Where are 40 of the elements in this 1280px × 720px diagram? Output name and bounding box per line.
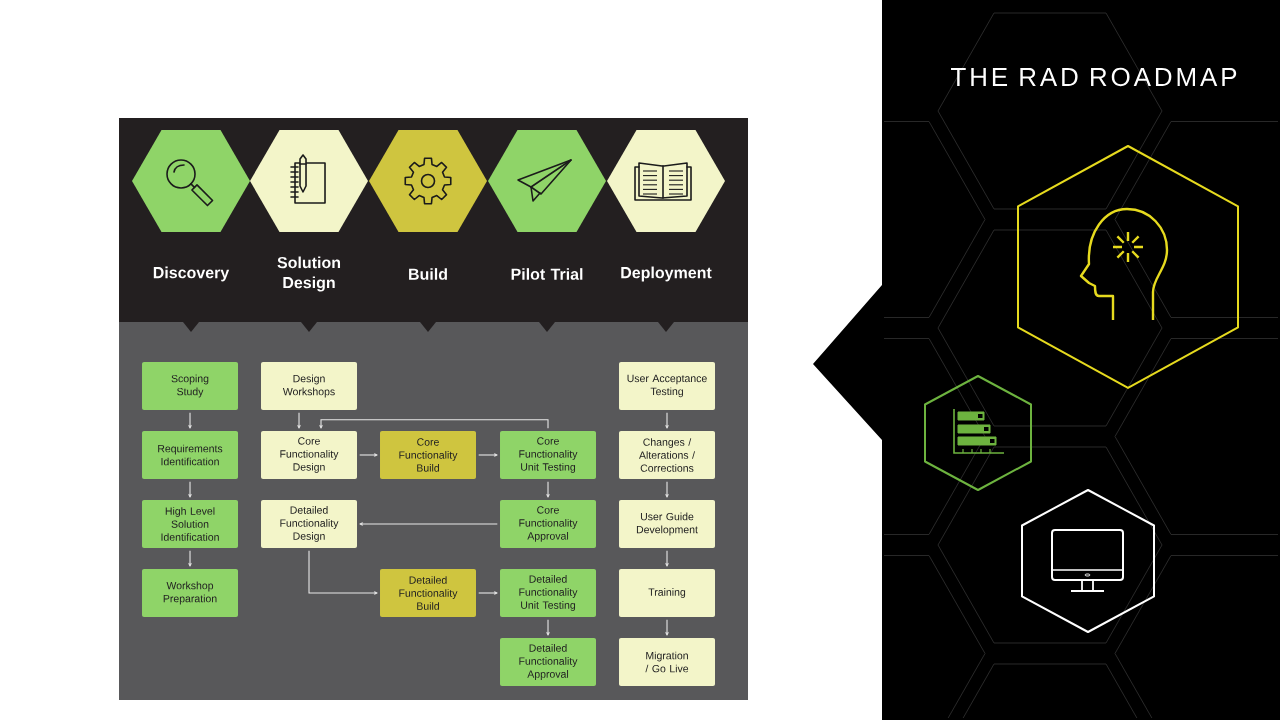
process-box: Core Functionality Unit Testing [500, 431, 596, 479]
process-box: Core Functionality Design [261, 431, 357, 479]
arrow [297, 412, 301, 429]
phase-label: Build [409, 268, 447, 280]
title: THE RAD ROADMAP [951, 67, 1237, 87]
arrow [359, 522, 498, 526]
process-box: User Acceptance Testing [619, 362, 715, 410]
arrow [359, 453, 378, 457]
arrow [188, 550, 192, 567]
arrow [478, 591, 498, 595]
process-box: User Guide Development [619, 500, 715, 548]
arrow [665, 550, 669, 567]
process-box: Workshop Preparation [142, 569, 238, 617]
arrow [308, 550, 378, 595]
phase-label: Discovery [153, 266, 230, 282]
process-box: Detailed Functionality Design [261, 500, 357, 548]
arrow [665, 619, 669, 636]
arrow [188, 481, 192, 498]
process-box: Core Functionality Build [380, 431, 476, 479]
process-box: High Level Solution Identification [142, 500, 238, 548]
phase-label: Solution Design [277, 256, 340, 292]
process-box: Detailed Functionality Unit Testing [500, 569, 596, 617]
process-box: Design Workshops [261, 362, 357, 410]
arrow [546, 619, 550, 636]
process-box: Training [619, 569, 715, 617]
process-box: Core Functionality Approval [500, 500, 596, 548]
arrow [319, 419, 549, 429]
arrow [188, 412, 192, 429]
arrow [478, 453, 498, 457]
process-box: Changes / Alterations / Corrections [619, 431, 715, 479]
process-box: Migration / Go Live [619, 638, 715, 686]
phase-label: Deployment [621, 266, 712, 282]
phase-label: Pilot Trial [511, 268, 583, 280]
process-box: Requirements Identification [142, 431, 238, 479]
process-box: Detailed Functionality Approval [500, 638, 596, 686]
arrow [665, 412, 669, 429]
arrow [665, 481, 669, 498]
process-box: Detailed Functionality Build [380, 569, 476, 617]
process-box: Scoping Study [142, 362, 238, 410]
arrow [546, 481, 550, 498]
